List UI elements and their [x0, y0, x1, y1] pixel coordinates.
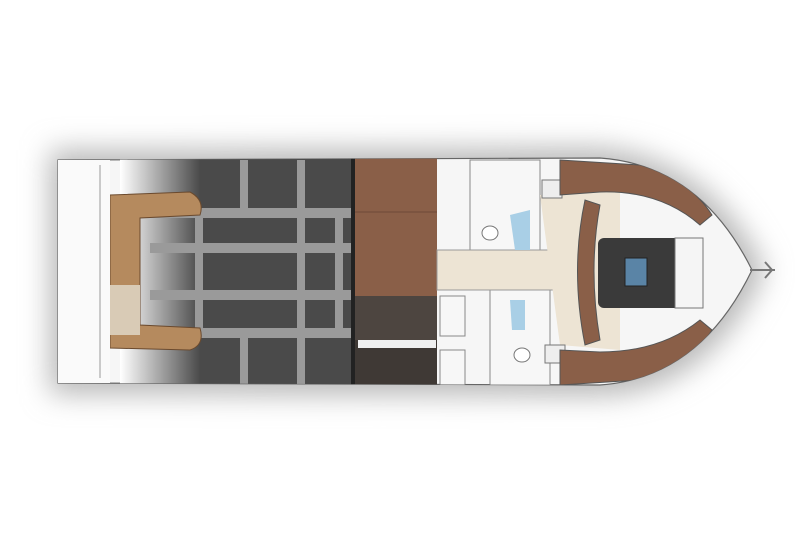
sink-top	[541, 179, 563, 199]
berth-left-2	[439, 349, 466, 385]
shower-glass-top	[510, 210, 530, 250]
shower-glass-bottom	[510, 300, 525, 330]
berth-left	[439, 295, 466, 337]
toilet-top	[481, 225, 499, 241]
stern-deck	[58, 160, 110, 383]
bulkhead	[351, 158, 355, 385]
bow-seat-curve	[577, 199, 601, 346]
lower-deck-area	[355, 296, 437, 340]
toilet-bottom	[513, 347, 531, 363]
swim-platform-steps	[110, 285, 140, 335]
salon-floor	[355, 158, 437, 296]
engine-grid	[150, 160, 353, 385]
bow-cushion	[674, 237, 704, 309]
anchor-icon	[750, 261, 775, 279]
helm-window	[624, 257, 648, 287]
